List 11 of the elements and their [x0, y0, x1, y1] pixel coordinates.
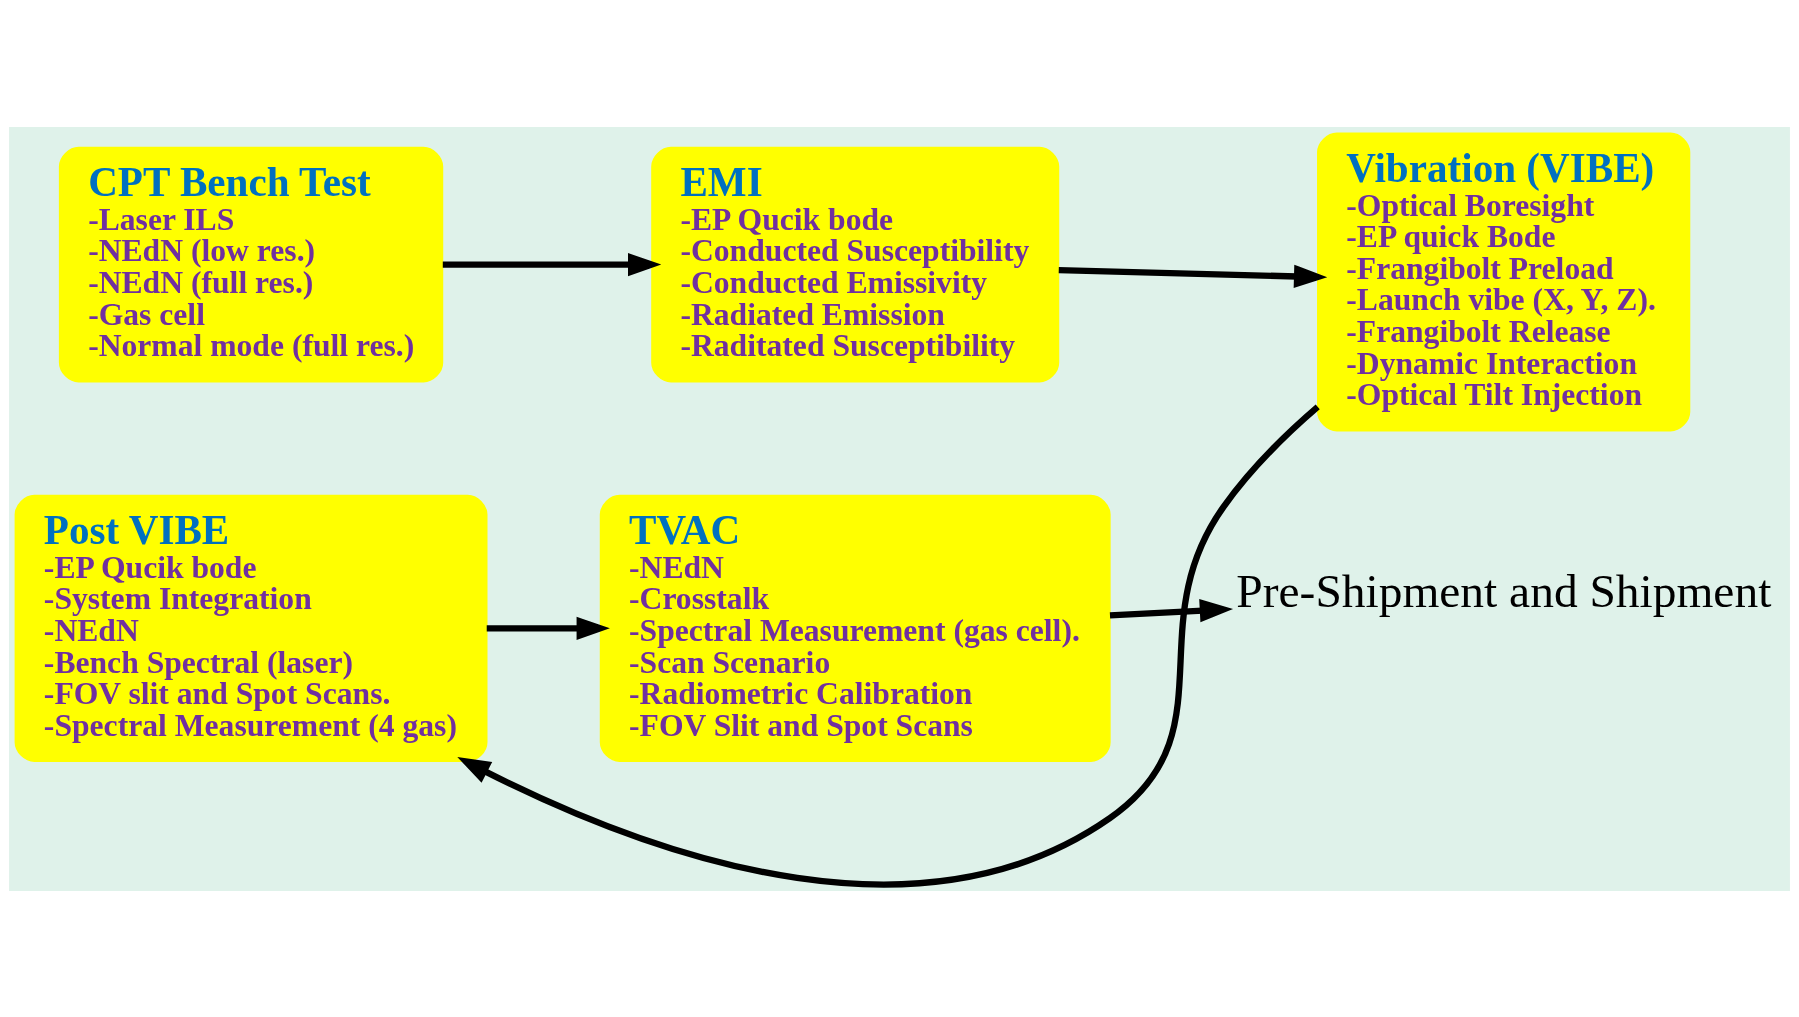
node-box: Post VIBE -EP Qucik bode -System Integration -NEdN -Bench Spectral (laser) -FOV slit and Spot Scans. -Spectral Measurement (4 gas): [14, 494, 488, 762]
arrow: [1058, 264, 1328, 288]
node-box: TVAC -NEdN -Crosstalk -Spectral Measurement (gas cell). -Scan Scenario -Radiometric Calibration -FOV Slit and Spot Scans: [599, 494, 1111, 762]
arrow: [1109, 598, 1234, 622]
node-text: Pre-Shipment and Shipment: [1236, 564, 1772, 617]
node-box: CPT Bench Test -Laser ILS -NEdN (low res.) -NEdN (full res.) -Gas cell -Normal mode (full res.): [58, 146, 444, 382]
arrow: [457, 404, 1320, 887]
arrow: [442, 252, 662, 276]
node-box: EMI -EP Qucik bode -Conducted Susceptibility -Conducted Emissivity -Radiated Emission -Raditated Susceptibility: [651, 146, 1060, 382]
node-box: Vibration (VIBE) -Optical Boresight -EP quick Bode -Frangibolt Preload -Launch vibe (X, Y, Z). -Frangibolt Release -Dynamic Interaction -Optical Tilt Injection: [1317, 132, 1691, 431]
arrow: [486, 616, 610, 640]
